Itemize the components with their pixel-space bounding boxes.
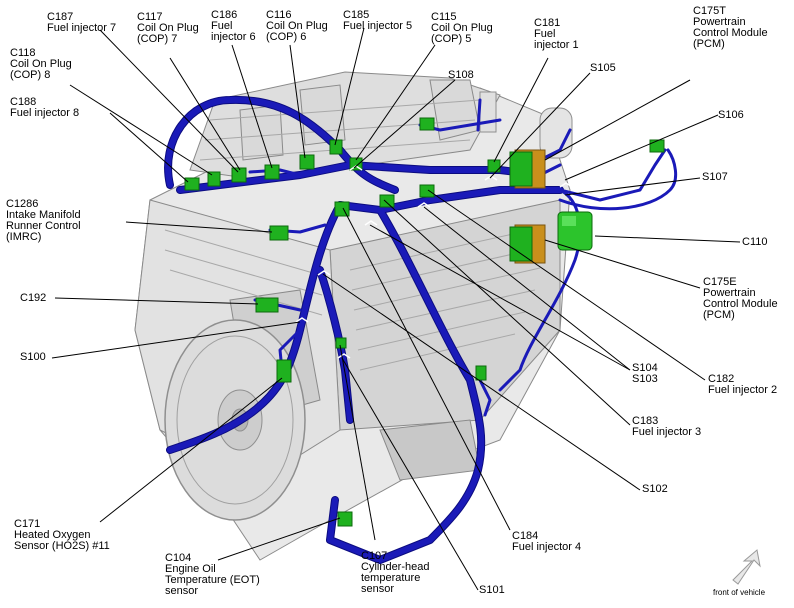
wiring-harness: [164, 95, 678, 564]
s100-splice: [295, 317, 309, 323]
c117-connector: [419, 117, 435, 131]
c183-connector: [379, 194, 395, 208]
label-c1286: C1286 Intake Manifold Runner Control (IM…: [6, 198, 81, 243]
c116-connector: [299, 154, 315, 170]
label-c186: C186 Fuel injector 6: [211, 9, 256, 43]
label-c118: C118 Coil On Plug (COP) 8: [10, 47, 72, 81]
label-c184: C184 Fuel injector 4: [512, 530, 582, 553]
s102-splice: [317, 270, 331, 276]
label-s102: S102: [642, 483, 668, 495]
label-c175e: C175E Powertrain Control Module (PCM): [703, 276, 778, 321]
label-c175t: C175T Powertrain Control Module (PCM): [693, 5, 768, 50]
s104-splice: [417, 202, 431, 208]
label-c192: C192: [20, 292, 47, 304]
label-c183: C183 Fuel injector 3: [632, 415, 702, 438]
s103-splice: [364, 220, 378, 226]
label-c116: C116 Coil On Plug (COP) 6: [266, 9, 328, 43]
c181-connector: [487, 159, 501, 173]
c110-connector: [557, 211, 593, 251]
label-s104-s103: S104 S103: [632, 362, 658, 385]
arrow-up-right-icon: [732, 549, 761, 585]
label-c187: C187 Fuel injector 7: [47, 11, 117, 34]
label-c182: C182 Fuel injector 2: [708, 373, 778, 396]
label-c117: C117 Coil On Plug (COP) 7: [137, 11, 199, 45]
label-c104: C104 Engine Oil Temperature (EOT) sensor: [165, 552, 260, 597]
c115-connector: [349, 157, 363, 171]
s107-splice: [559, 182, 573, 188]
s106-connector: [649, 139, 665, 153]
label-c181: C181 Fuel injector 1: [534, 17, 579, 51]
label-s106: S106: [718, 109, 744, 121]
c188-connector: [184, 177, 200, 191]
c-misc-connector: [475, 365, 487, 381]
splice-markers: [295, 165, 573, 359]
c104-connector: [337, 511, 353, 527]
label-s100: S100: [20, 351, 46, 363]
connectors: [184, 117, 665, 527]
c171-connector: [276, 359, 292, 383]
label-c110: C110: [742, 236, 768, 248]
label-s105: S105: [590, 62, 616, 74]
c186-connector: [264, 164, 280, 180]
label-c185: C185 Fuel injector 5: [343, 9, 413, 32]
label-s101: S101: [479, 584, 505, 596]
c182-connector: [419, 184, 435, 198]
label-c171: C171 Heated Oxygen Sensor (HO2S) #11: [14, 518, 110, 552]
pcm-c175e-connector: [509, 224, 546, 264]
s101-splice: [337, 353, 351, 359]
s105-splice: [484, 175, 498, 181]
c184-connector: [334, 201, 350, 217]
label-s107: S107: [702, 171, 728, 183]
c192-connector: [255, 297, 279, 313]
leader-lines: [51, 27, 741, 591]
label-c188: C188 Fuel injector 8: [10, 96, 80, 119]
label-s108: S108: [448, 69, 474, 81]
c187-connector: [231, 167, 247, 183]
c107-connector: [335, 337, 347, 349]
label-c107: C107 Cylinder-head temperature sensor: [361, 550, 430, 595]
front-of-vehicle-label: front of vehicle: [713, 588, 766, 597]
pcm-c175t-connector: [509, 149, 546, 189]
label-c115: C115 Coil On Plug (COP) 5: [431, 11, 493, 45]
c118-connector: [207, 171, 221, 187]
c1286-connector: [269, 225, 289, 241]
